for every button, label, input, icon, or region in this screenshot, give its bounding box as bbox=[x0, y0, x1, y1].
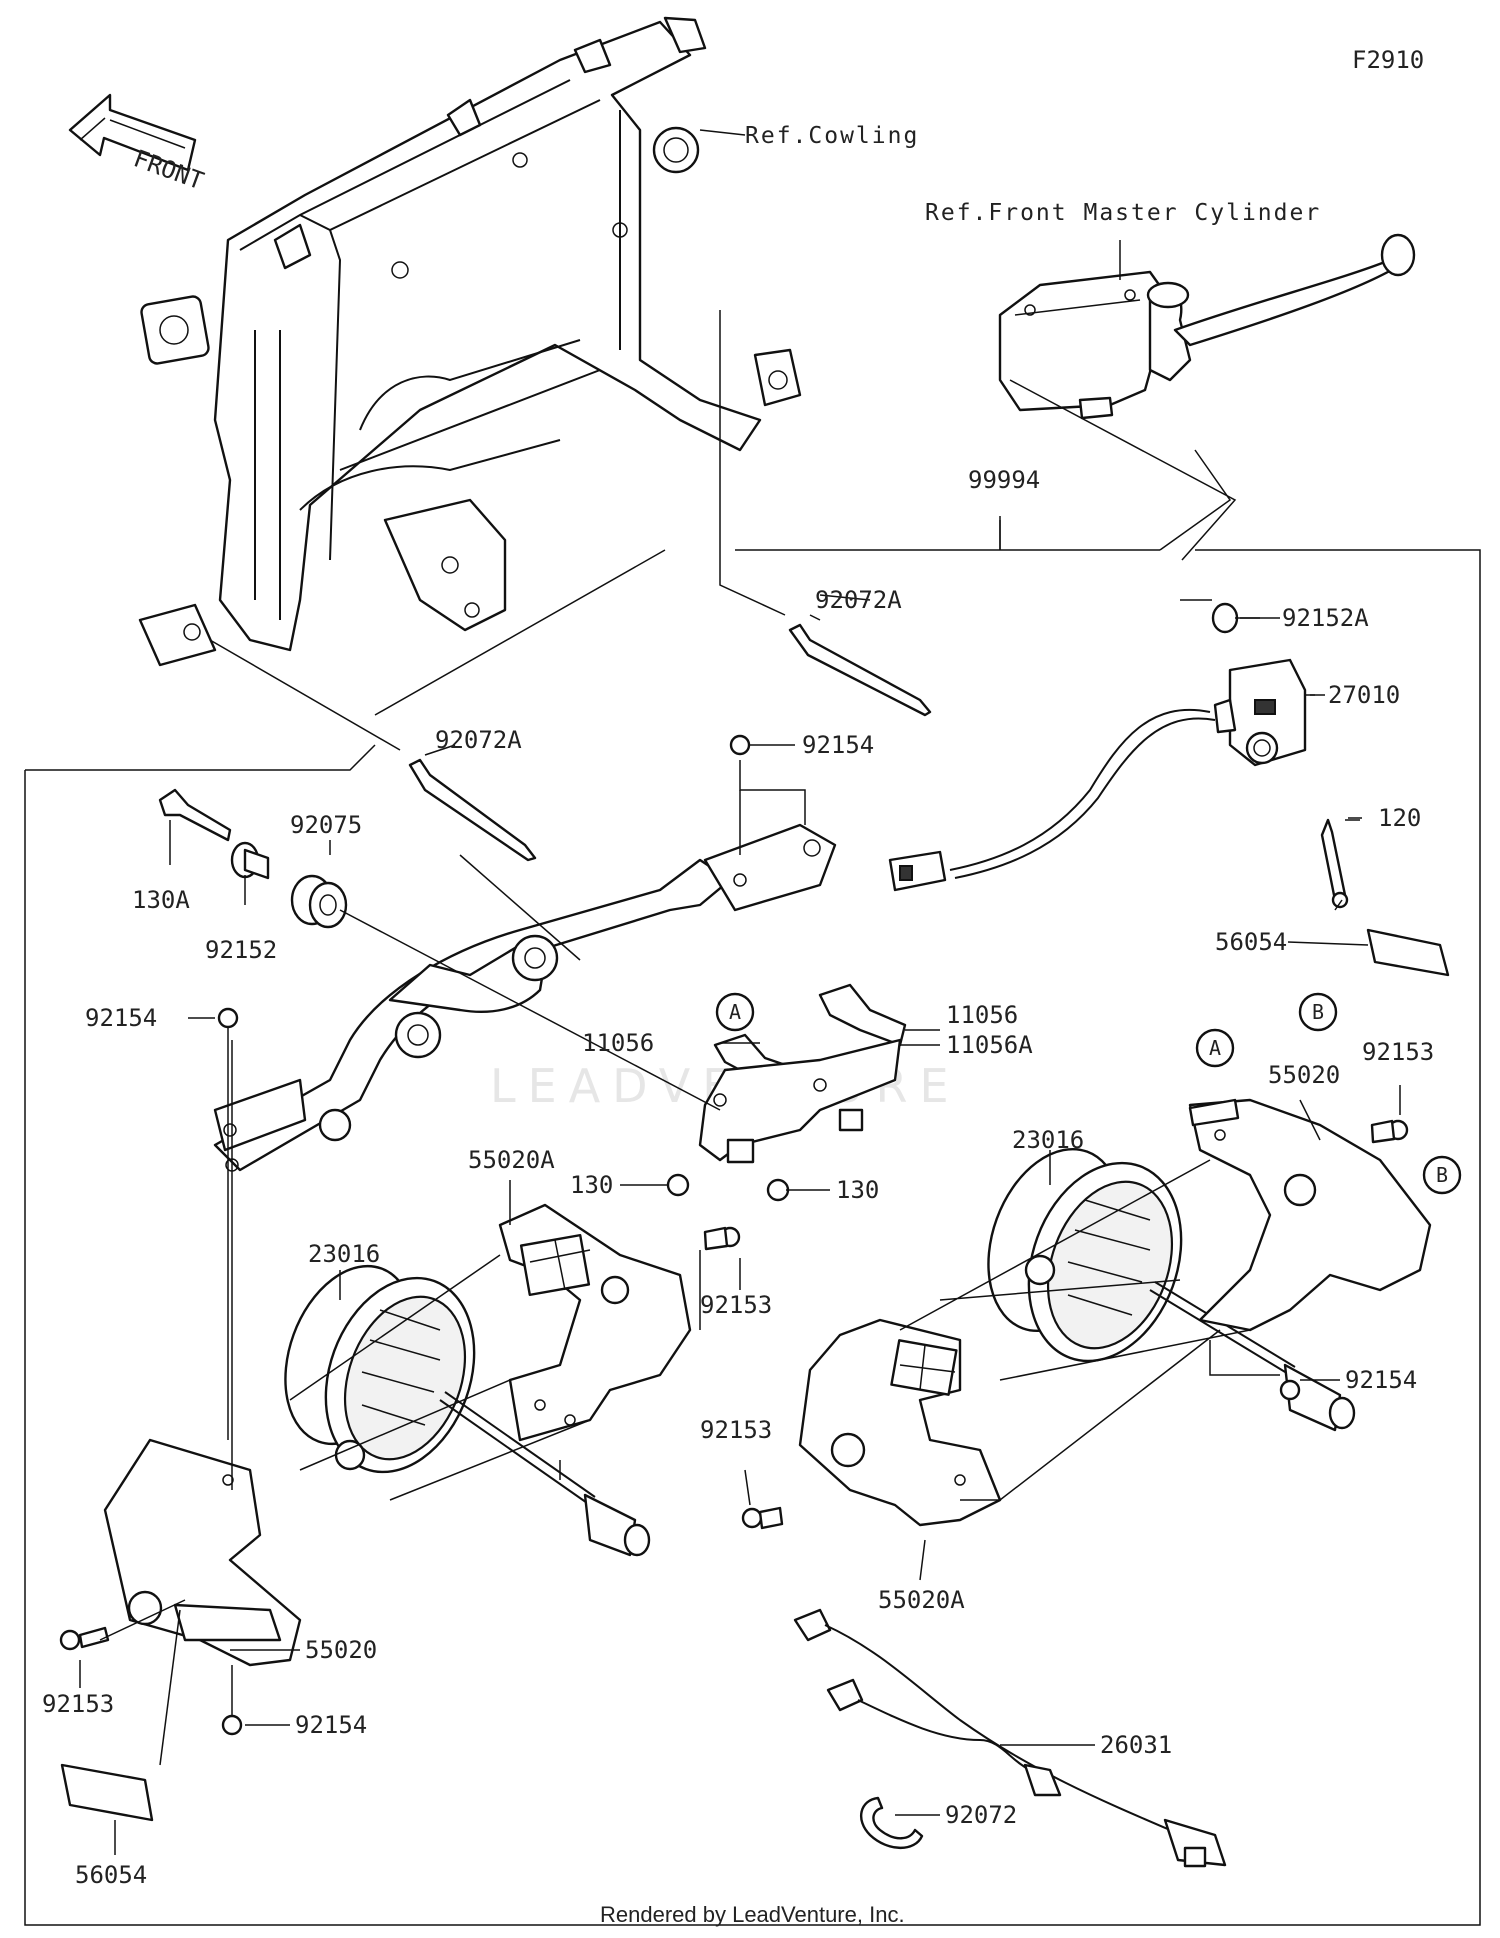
part-label-92152a: 92152A bbox=[1282, 604, 1369, 632]
bolt-92153-left bbox=[59, 1626, 110, 1651]
frame-assembly bbox=[138, 16, 802, 667]
fog-light-23016-right bbox=[987, 1147, 1356, 1432]
part-label-11056-left: 11056 bbox=[582, 1029, 654, 1057]
part-label-27010: 27010 bbox=[1328, 681, 1400, 709]
part-label-26031: 26031 bbox=[1100, 1731, 1172, 1759]
callout-a-1: A bbox=[715, 992, 755, 1032]
assembly-boundary-lines bbox=[24, 449, 1481, 1926]
fog-light-23016-left bbox=[284, 1264, 651, 1557]
collar-92152 bbox=[230, 841, 270, 880]
svg-text:A: A bbox=[1209, 1036, 1221, 1060]
part-label-55020a-top: 55020A bbox=[468, 1146, 555, 1174]
wire-harness-26031 bbox=[793, 1608, 1227, 1868]
bolt-130-right bbox=[766, 1178, 790, 1202]
part-label-120: 120 bbox=[1378, 804, 1421, 832]
part-label-11056a: 11056A bbox=[946, 1031, 1033, 1059]
ref-front-master-cylinder-label: Ref.Front Master Cylinder bbox=[925, 200, 1321, 226]
bracket-11056a bbox=[698, 1038, 902, 1164]
bolt-92153-rightlow bbox=[741, 1506, 784, 1530]
part-label-92154-left: 92154 bbox=[85, 1004, 157, 1032]
callout-b-1: B bbox=[1298, 992, 1338, 1032]
cable-tie-92072 bbox=[859, 1796, 924, 1849]
part-label-23016-left: 23016 bbox=[308, 1240, 380, 1268]
label-leader-ticks bbox=[79, 516, 1401, 1855]
light-mount-bar bbox=[213, 823, 837, 1172]
part-label-92152: 92152 bbox=[205, 936, 277, 964]
part-label-92153-rightlow: 92153 bbox=[700, 1416, 772, 1444]
part-label-130-right: 130 bbox=[836, 1176, 879, 1204]
front-master-cylinder bbox=[998, 233, 1416, 420]
part-label-11056-right: 11056 bbox=[946, 1001, 1018, 1029]
light-bracket-55020-left bbox=[103, 1438, 302, 1667]
bolt-92153-mid bbox=[703, 1226, 741, 1251]
bolt-92154-left bbox=[217, 1007, 239, 1029]
bolt-92153-right bbox=[1370, 1119, 1409, 1144]
part-label-92072a-left: 92072A bbox=[435, 726, 522, 754]
leader-lines bbox=[99, 129, 1360, 1766]
reflector-56054-right bbox=[1366, 928, 1450, 977]
bolt-92154-bottom bbox=[221, 1714, 243, 1736]
reflector-56054-left bbox=[60, 1763, 154, 1822]
light-bracket-55020a-top-left bbox=[498, 1203, 692, 1442]
part-label-23016-right: 23016 bbox=[1012, 1126, 1084, 1154]
switch-assembly bbox=[888, 602, 1349, 909]
part-label-56054-right: 56054 bbox=[1215, 928, 1287, 956]
part-label-55020a-bottom: 55020A bbox=[878, 1586, 965, 1614]
part-label-92154-right: 92154 bbox=[1345, 1366, 1417, 1394]
part-label-92153-left: 92153 bbox=[42, 1690, 114, 1718]
bolt-130a bbox=[158, 788, 232, 842]
callout-b-2: B bbox=[1422, 1155, 1462, 1195]
part-label-92072: 92072 bbox=[945, 1801, 1017, 1829]
clamp-11056-right bbox=[818, 983, 907, 1047]
part-label-92154-bottom: 92154 bbox=[295, 1711, 367, 1739]
bolt-130-left bbox=[666, 1173, 690, 1197]
part-label-92154-top: 92154 bbox=[802, 731, 874, 759]
part-label-92072a-top: 92072A bbox=[815, 586, 902, 614]
figure-code: F2910 bbox=[1352, 46, 1424, 74]
svg-text:B: B bbox=[1312, 1000, 1324, 1024]
part-label-92153-right: 92153 bbox=[1362, 1038, 1434, 1066]
part-label-55020-left: 55020 bbox=[305, 1636, 377, 1664]
part-label-92153-mid: 92153 bbox=[700, 1291, 772, 1319]
bolt-92154-right bbox=[1279, 1379, 1301, 1401]
callout-a-2: A bbox=[1195, 1028, 1235, 1068]
light-bracket-55020-right bbox=[1188, 1098, 1432, 1332]
part-label-55020-right: 55020 bbox=[1268, 1061, 1340, 1089]
cable-tie-92072a-left bbox=[408, 758, 537, 862]
part-label-56054-left: 56054 bbox=[75, 1861, 147, 1889]
grommet-92075 bbox=[290, 874, 348, 929]
svg-text:B: B bbox=[1436, 1163, 1448, 1187]
footer-credit: Rendered by LeadVenture, Inc. bbox=[600, 1902, 905, 1927]
part-label-99994: 99994 bbox=[968, 466, 1040, 494]
bolt-92154-top bbox=[729, 734, 751, 756]
part-label-130-left: 130 bbox=[570, 1171, 613, 1199]
cable-tie-92072a-top bbox=[788, 623, 932, 717]
light-bracket-55020a-bottom-right bbox=[798, 1318, 1002, 1527]
part-label-92075: 92075 bbox=[290, 811, 362, 839]
front-arrow-icon bbox=[68, 93, 197, 172]
svg-text:A: A bbox=[729, 1000, 741, 1024]
part-label-130a: 130A bbox=[132, 886, 190, 914]
ref-cowling-label: Ref.Cowling bbox=[745, 123, 919, 149]
